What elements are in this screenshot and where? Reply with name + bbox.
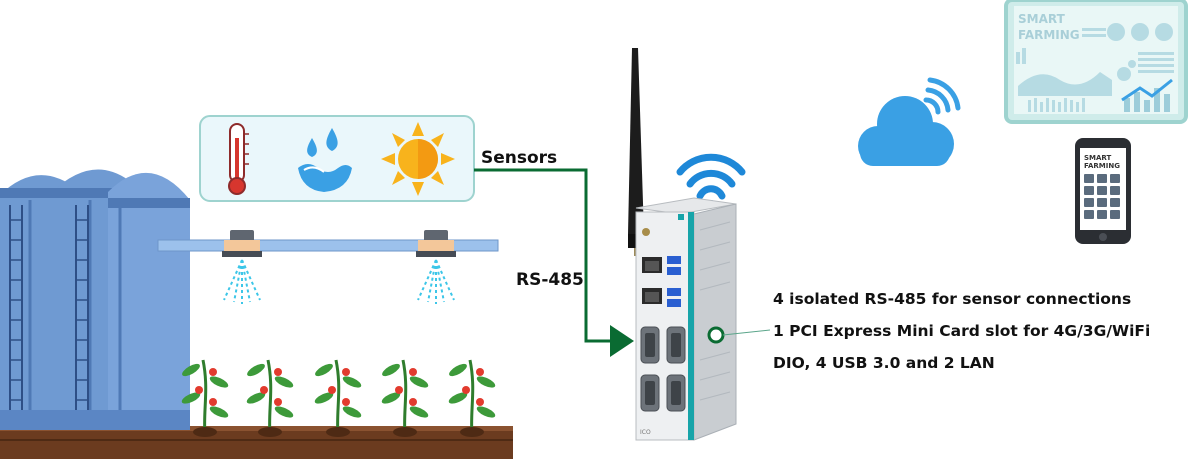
phone-title-line1: SMART [1084,154,1112,162]
soil-strip [0,426,513,459]
cloud-wifi-icon [923,77,961,115]
feature-item: DIO, 4 USB 3.0 and 2 LAN [773,354,995,372]
tomato-plant-2 [246,359,294,437]
smart-farming-dashboard: SMART FARMING [1004,0,1188,124]
dashboard-title-line1: SMART [1018,12,1066,26]
sensor-panel [199,115,475,202]
smartphone: SMART FARMING [1075,138,1131,244]
tomato-plant-4 [381,359,429,437]
tomato-plant-5 [448,359,496,437]
device-brand: ICO [640,429,651,436]
tomato-plant-1 [181,359,229,437]
irrigation-pipe [157,239,499,252]
sprinkler-left [222,230,262,304]
feature-item: 4 isolated RS-485 for sensor connections [773,290,1132,308]
thermometer-icon [228,123,249,195]
sensor-connector-line [474,168,634,357]
phone-title-line2: FARMING [1084,162,1120,170]
dashboard-title-line2: FARMING [1018,28,1080,42]
sensors-label: Sensors [481,148,558,168]
silos [0,169,190,430]
embedded-device [635,197,771,441]
sprinkler-right [416,230,456,304]
rs485-label: RS-485 [516,270,584,290]
water-drop-icon [298,128,352,192]
feature-item: 1 PCI Express Mini Card slot for 4G/3G/W… [773,322,1151,340]
tomato-plant-3 [314,359,362,437]
sun-icon [381,122,455,196]
cloud-icon [858,96,954,166]
